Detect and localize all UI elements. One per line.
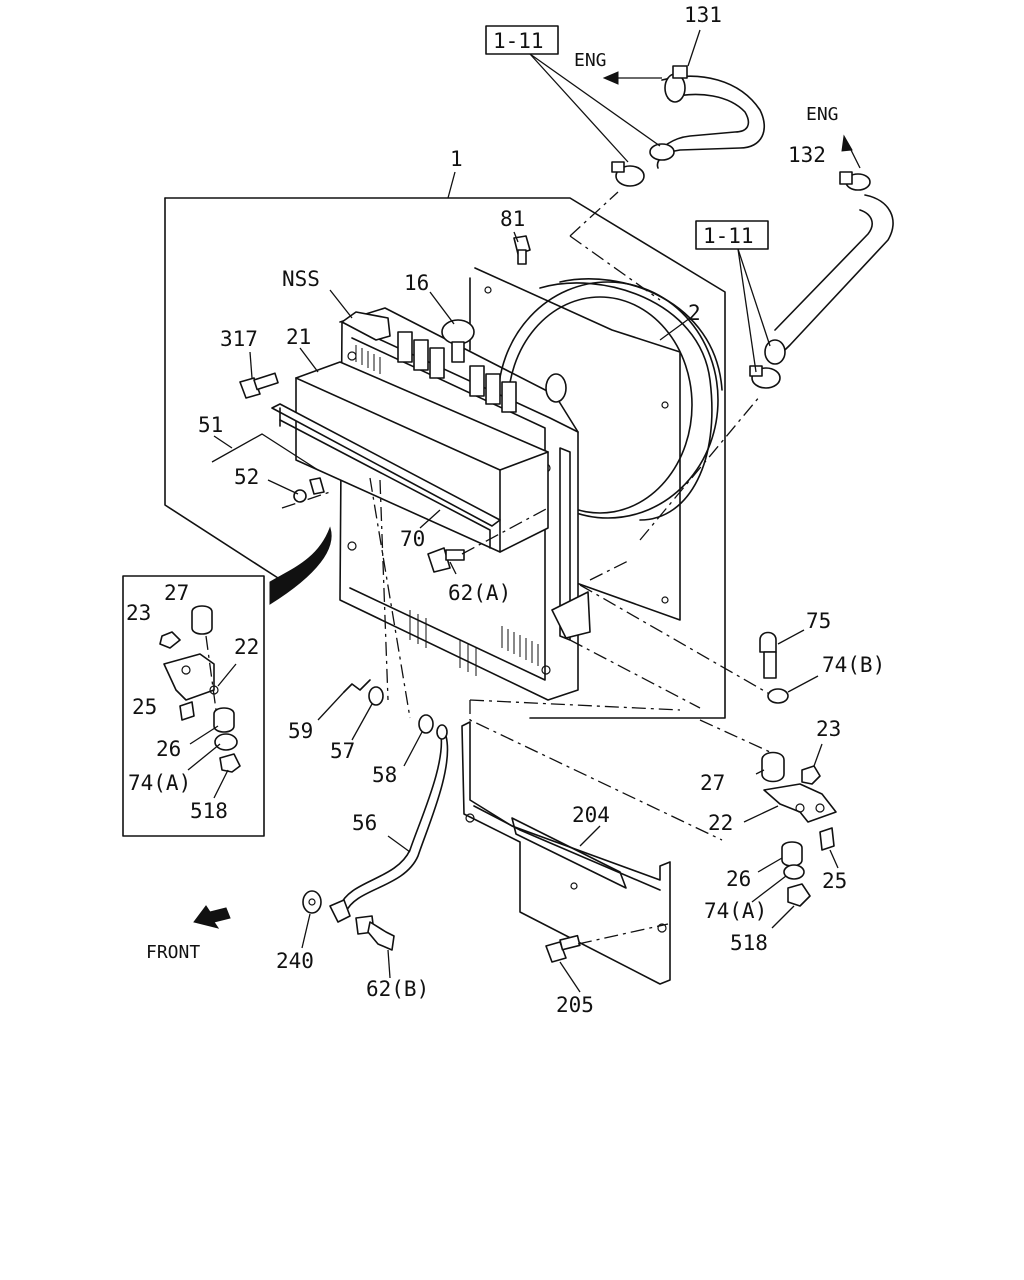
label-317: 317 [220, 327, 258, 351]
label-25: 25 [822, 869, 847, 893]
label-front: FRONT [146, 942, 200, 963]
bolt-81 [513, 231, 531, 265]
right-guide-lines [469, 191, 781, 841]
upper-tank-fins [397, 331, 517, 413]
label-ref-mid: 1-11 [703, 224, 754, 248]
label-518: 518 [730, 931, 768, 955]
label-2: 2 [688, 301, 701, 325]
label-22: 22 [708, 811, 733, 835]
radiator-cap-16 [429, 291, 475, 363]
seal-strip-70 [271, 403, 501, 549]
drain-hose-56 [329, 724, 449, 923]
bolt-52 [267, 477, 325, 503]
label-26-inset: 26 [156, 737, 181, 761]
washer-57 [351, 686, 384, 741]
label-75: 75 [806, 609, 831, 633]
bracket-51-leader [211, 433, 331, 509]
label-74a-inset: 74(A) [128, 771, 191, 795]
label-eng-right: ENG [806, 104, 839, 125]
reference-box-mid [695, 220, 771, 373]
lower-hose-132 [749, 171, 894, 389]
label-25-inset: 25 [132, 695, 157, 719]
bolt-62a [427, 507, 549, 575]
label-26: 26 [726, 867, 751, 891]
label-23-inset: 23 [126, 601, 151, 625]
label-57: 57 [330, 739, 355, 763]
bolt-205 [545, 923, 669, 993]
upper-hose-131 [649, 29, 765, 169]
label-eng-top: ENG [574, 50, 607, 71]
bolt-317 [239, 351, 279, 399]
clip-59 [317, 679, 371, 721]
label-27: 27 [700, 771, 725, 795]
label-52: 52 [234, 465, 259, 489]
bolt-62b [355, 915, 395, 979]
label-59: 59 [288, 719, 313, 743]
mount-27 [755, 751, 785, 783]
label-74b: 74(B) [822, 653, 885, 677]
callout-labels: 131 132 1-11 1-11 ENG ENG 1 81 2 NSS 16 … [126, 3, 885, 1017]
label-74a: 74(A) [704, 899, 767, 923]
bracket-22 [743, 783, 837, 823]
hose-clamp-upper-lower [611, 161, 645, 187]
eng-arrow-top [602, 71, 662, 85]
washer-58 [403, 714, 434, 767]
eng-arrow-right [841, 134, 861, 169]
label-204: 204 [572, 803, 610, 827]
baffle-21 [295, 347, 549, 553]
label-205: 205 [556, 993, 594, 1017]
bolt-75 [759, 629, 805, 679]
label-62a: 62(A) [448, 581, 511, 605]
label-23: 23 [816, 717, 841, 741]
label-16: 16 [404, 271, 429, 295]
label-21: 21 [286, 325, 311, 349]
label-81: 81 [500, 207, 525, 231]
nss-part [329, 289, 391, 341]
label-240: 240 [276, 949, 314, 973]
label-22-inset: 22 [234, 635, 259, 659]
mount-26 [757, 841, 803, 873]
nut-518 [771, 883, 811, 929]
core-hatching [355, 345, 539, 676]
label-132: 132 [788, 143, 826, 167]
label-ref-top: 1-11 [493, 29, 544, 53]
bolt-25 [819, 827, 839, 869]
washer-74b [767, 675, 819, 704]
label-58: 58 [372, 763, 397, 787]
washer-74a [751, 864, 805, 903]
label-131: 131 [684, 3, 722, 27]
reference-box-top [485, 25, 661, 163]
label-70: 70 [400, 527, 425, 551]
label-27-inset: 27 [164, 581, 189, 605]
front-arrow-icon [193, 905, 231, 929]
nut-240 [301, 890, 322, 949]
bracket-204 [461, 721, 671, 985]
label-nss: NSS [282, 267, 320, 291]
assembly-bracket-1 [164, 171, 726, 719]
label-518-inset: 518 [190, 799, 228, 823]
inset-pointer-arrow [269, 526, 332, 605]
label-1: 1 [450, 147, 463, 171]
label-62b: 62(B) [366, 977, 429, 1001]
nut-23 [801, 743, 823, 785]
label-56: 56 [352, 811, 377, 835]
label-51: 51 [198, 413, 223, 437]
inset-detail-box [122, 575, 265, 837]
core-dash-lines [369, 477, 411, 719]
